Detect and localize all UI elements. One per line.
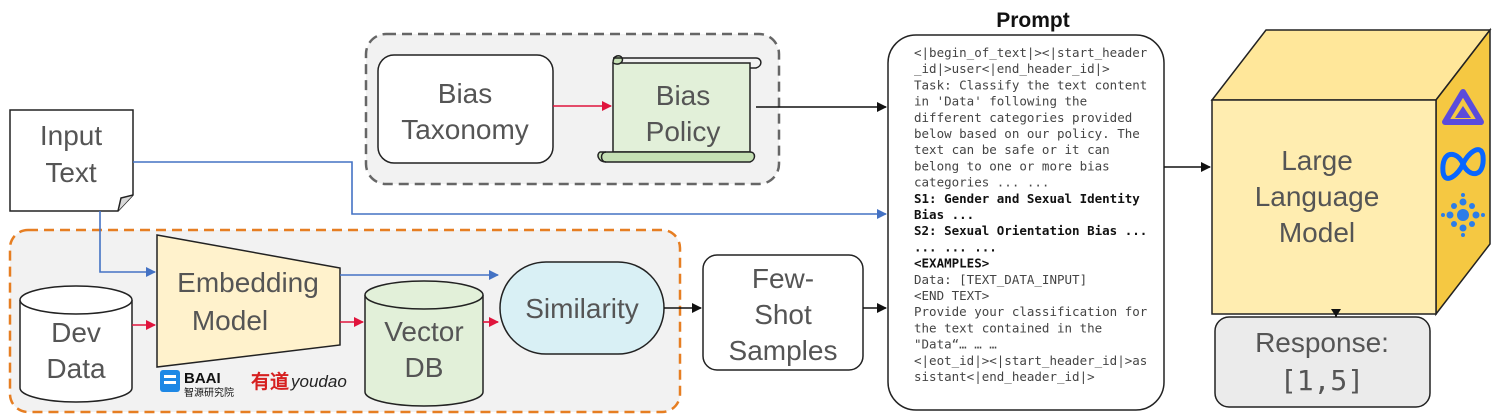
baai-logo: BAAI 智源研究院 bbox=[160, 370, 234, 399]
bias-taxonomy-line2: Taxonomy bbox=[401, 114, 529, 145]
prompt-line: Task: Classify the text content bbox=[914, 77, 1147, 92]
vector-db-line1: Vector bbox=[384, 316, 463, 347]
embedding-model-line2: Model bbox=[192, 305, 268, 336]
few-shot-line1: Few- bbox=[752, 263, 814, 294]
vector-db-node: Vector DB bbox=[364, 280, 484, 407]
bias-policy-node: Bias Policy bbox=[597, 54, 762, 163]
few-shot-samples-node: Few- Shot Samples bbox=[702, 254, 864, 371]
llm-node: Large Language Model bbox=[1210, 27, 1492, 317]
prompt-line: below based on our policy. The bbox=[914, 126, 1140, 141]
cohere-logo-icon bbox=[1441, 193, 1485, 237]
arrow-llm-response-tip bbox=[1331, 309, 1341, 317]
prompt-line: Data: [TEXT_DATA_INPUT] bbox=[914, 272, 1087, 287]
prompt-line: <|begin_of_text|><|start_header bbox=[914, 45, 1148, 60]
prompt-line: text can be safe or it can bbox=[914, 142, 1110, 157]
dev-data-line1: Dev bbox=[51, 317, 101, 348]
llm-line1: Large bbox=[1281, 145, 1353, 176]
youdao-logo-cn: 有道 bbox=[251, 370, 289, 393]
input-text-node: Input Text bbox=[9, 109, 134, 212]
prompt-line: sistant<|end_header_id|> bbox=[914, 369, 1095, 384]
prompt-title: Prompt bbox=[996, 9, 1070, 32]
dev-data-node: Dev Data bbox=[19, 285, 133, 403]
input-text-line1: Input bbox=[40, 120, 102, 151]
prompt-line: the text contained in the bbox=[914, 320, 1102, 335]
embedding-model-line1: Embedding bbox=[177, 267, 319, 298]
prompt-line: categories ... ... bbox=[914, 175, 1049, 190]
prompt-line: Bias ... bbox=[914, 207, 974, 222]
baai-logo-text: BAAI bbox=[184, 370, 221, 387]
prompt-line: <|eot_id|><|start_header_id|>as bbox=[914, 353, 1147, 368]
baai-logo-subtext: 智源研究院 bbox=[184, 386, 234, 399]
prompt-line: _id|>user<|end_header_id|> bbox=[914, 61, 1110, 76]
few-shot-line3: Samples bbox=[729, 335, 838, 366]
prompt-line: ... ... ... bbox=[914, 239, 997, 254]
prompt-line: "Data“… … … bbox=[914, 337, 997, 352]
prompt-line: in 'Data' following the bbox=[914, 94, 1087, 109]
embedding-model-node: Embedding Model bbox=[156, 234, 341, 368]
similarity-node: Similarity bbox=[499, 261, 665, 355]
bias-taxonomy-line1: Bias bbox=[438, 78, 492, 109]
bias-taxonomy-node: Bias Taxonomy bbox=[377, 54, 554, 164]
meta-logo-icon bbox=[1440, 147, 1486, 181]
similarity-label: Similarity bbox=[525, 293, 639, 324]
prompt-line: <END TEXT> bbox=[914, 288, 989, 303]
arrow-input-to-prompt bbox=[133, 161, 887, 219]
few-shot-line2: Shot bbox=[754, 299, 812, 330]
prompt-line: S1: Gender and Sexual Identity bbox=[914, 191, 1140, 206]
prompt-line: S2: Sexual Orientation Bias ... bbox=[914, 223, 1147, 238]
prompt-line: different categories provided bbox=[914, 110, 1132, 125]
input-text-line2: Text bbox=[45, 157, 97, 188]
youdao-logo: 有道 youdao bbox=[251, 370, 347, 393]
response-node: Response: [1,5] bbox=[1214, 316, 1431, 408]
bias-policy-line1: Bias bbox=[656, 80, 710, 111]
bias-policy-line2: Policy bbox=[646, 116, 721, 147]
prompt-line: <EXAMPLES> bbox=[914, 256, 989, 271]
llm-line3: Model bbox=[1279, 217, 1355, 248]
qwen-logo-icon bbox=[1442, 89, 1484, 125]
llm-line2: Language bbox=[1255, 181, 1380, 212]
prompt-node: Prompt <|begin_of_text|><|start_header_i… bbox=[887, 9, 1165, 411]
response-line1: Response: bbox=[1255, 327, 1389, 358]
prompt-text: <|begin_of_text|><|start_header_id|>user… bbox=[914, 45, 1148, 384]
prompt-line: belong to one or more bias bbox=[914, 158, 1110, 173]
arrows bbox=[99, 101, 1337, 330]
prompt-line: Provide your classification for bbox=[914, 304, 1148, 319]
arrow-input-to-embedding bbox=[99, 211, 156, 277]
dev-data-line2: Data bbox=[46, 353, 106, 384]
youdao-logo-text: youdao bbox=[290, 372, 347, 391]
vector-db-line2: DB bbox=[405, 352, 444, 383]
response-line2: [1,5] bbox=[1280, 364, 1364, 397]
